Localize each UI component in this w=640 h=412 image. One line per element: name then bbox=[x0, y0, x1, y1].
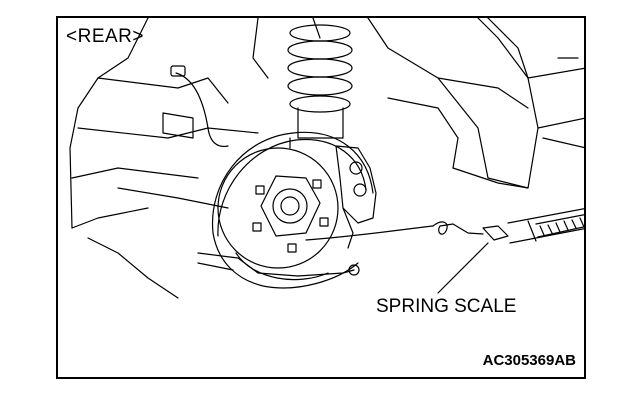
pull-string bbox=[306, 222, 483, 240]
lower-arm bbox=[198, 253, 359, 276]
brake-caliper bbox=[336, 146, 376, 248]
spring-scale-tool bbox=[483, 208, 586, 243]
figure-id: AC305369AB bbox=[482, 352, 576, 369]
brake-assembly-illustration bbox=[58, 18, 586, 379]
diagram-frame: <REAR> SPRING SCALE AC305369AB bbox=[56, 16, 586, 379]
wheel-hub bbox=[253, 138, 328, 252]
brake-hose bbox=[163, 66, 228, 146]
vehicle-body-lines bbox=[70, 18, 586, 298]
view-direction-label: <REAR> bbox=[66, 26, 144, 47]
spring-scale-callout: SPRING SCALE bbox=[376, 296, 517, 317]
callout-leader-line bbox=[438, 243, 488, 293]
coil-spring bbox=[288, 25, 352, 138]
brake-disc bbox=[213, 132, 373, 288]
